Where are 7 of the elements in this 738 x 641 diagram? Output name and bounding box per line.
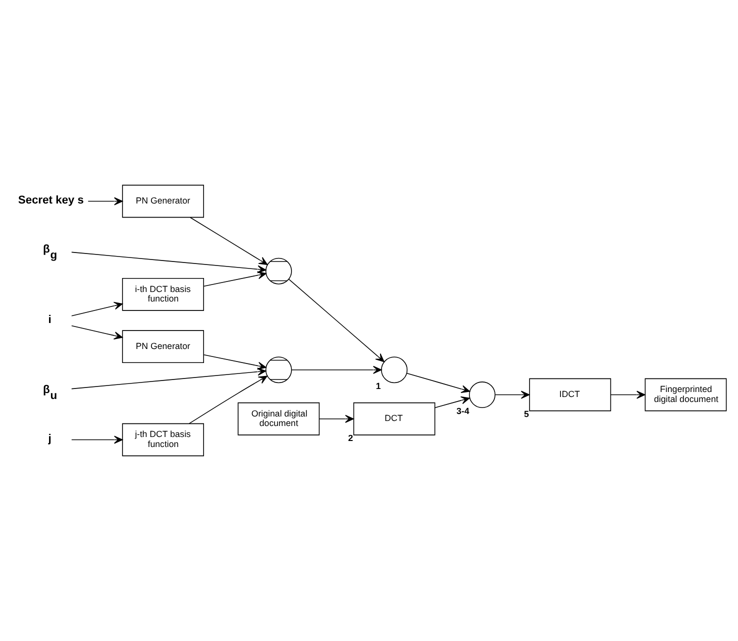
node-text: j	[48, 432, 52, 445]
node-label: 1	[376, 380, 381, 391]
node-label: 3-4	[456, 406, 470, 416]
node-text: Secret key s	[18, 194, 84, 206]
node-label: 5	[524, 409, 529, 420]
node-text: i	[48, 314, 52, 326]
node-label: 2	[348, 433, 354, 444]
